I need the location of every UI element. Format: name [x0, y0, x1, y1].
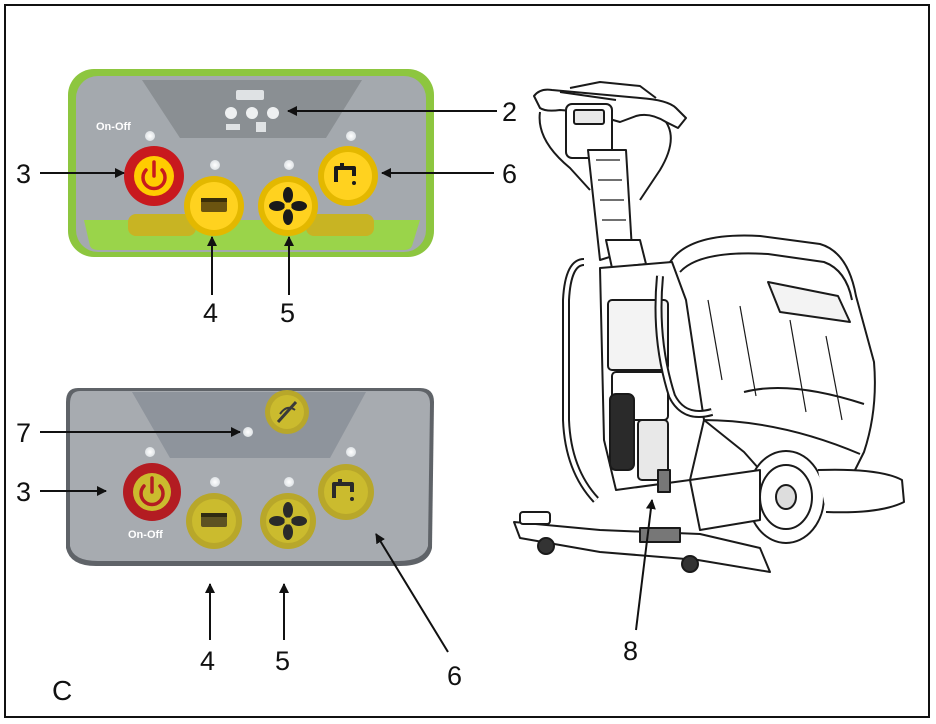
fan-icon [269, 187, 307, 225]
top-display-led-3 [267, 107, 279, 119]
bottom-power-button[interactable] [123, 463, 181, 521]
callout-5-bottom-label: 5 [275, 646, 290, 676]
callout-6-bottom-arrow [375, 533, 449, 653]
top-lever-right [306, 214, 374, 236]
bottom-led-brush [210, 477, 220, 487]
top-display-led-2 [246, 107, 258, 119]
bottom-led-vacuum [284, 477, 294, 487]
top-water-button[interactable] [318, 146, 378, 206]
callout-2-label: 2 [502, 97, 517, 127]
figure-frame [4, 4, 930, 718]
top-display-icon [236, 90, 264, 100]
top-on-off-text: On-Off [96, 121, 131, 133]
top-callouts: 2 3 4 5 6 [16, 97, 517, 328]
callout-5-top-label: 5 [280, 298, 295, 328]
top-led-brush [210, 160, 220, 170]
callout-6-bottom-label: 6 [447, 661, 462, 691]
bottom-led-water [346, 447, 356, 457]
machine-callouts: 8 [623, 499, 656, 666]
tap-icon [334, 166, 356, 182]
callout-6-top-label: 6 [502, 159, 517, 189]
bottom-led-power [145, 447, 155, 457]
power-icon [139, 484, 165, 507]
fan-icon [269, 502, 307, 540]
top-led-water [346, 131, 356, 141]
brush-deck [817, 468, 905, 514]
bottom-water-button[interactable] [318, 464, 374, 520]
top-power-button[interactable] [124, 146, 184, 206]
bottom-panel-display [132, 392, 366, 458]
bottom-callouts: 7 3 4 5 6 [16, 418, 462, 691]
callout-4-bottom-label: 4 [200, 646, 215, 676]
callout-3-bottom-label: 3 [16, 477, 31, 507]
top-control-panel: On-Off [68, 69, 434, 257]
bottom-bypass-button[interactable] [265, 390, 309, 434]
callout-8-arrow [635, 499, 656, 631]
callout-4-top-label: 4 [203, 298, 218, 328]
top-display-square [256, 122, 266, 132]
figure-label: C [52, 675, 72, 706]
top-panel-face [76, 76, 426, 252]
top-vacuum-button[interactable] [258, 176, 318, 236]
top-lever-left [128, 214, 196, 236]
drain-hose [609, 393, 635, 471]
floor-scrubber-illustration [513, 81, 905, 573]
power-icon [141, 168, 167, 191]
bottom-led-bypass [243, 427, 253, 437]
top-brush-button[interactable] [184, 176, 244, 236]
callout-3-top-label: 3 [16, 159, 31, 189]
top-display-bar [226, 124, 240, 130]
callout-7-label: 7 [16, 418, 31, 448]
bottom-vacuum-button[interactable] [260, 493, 316, 549]
machine-body [669, 234, 876, 477]
top-led-vacuum [284, 160, 294, 170]
top-display-led-1 [225, 107, 237, 119]
callout-8-label: 8 [623, 636, 638, 666]
top-led-power [145, 131, 155, 141]
tap-icon [332, 482, 354, 498]
bypass-icon [276, 400, 298, 424]
bottom-brush-button[interactable] [186, 493, 242, 549]
hose-left [562, 258, 599, 503]
bottom-on-off-text: On-Off [128, 529, 163, 541]
